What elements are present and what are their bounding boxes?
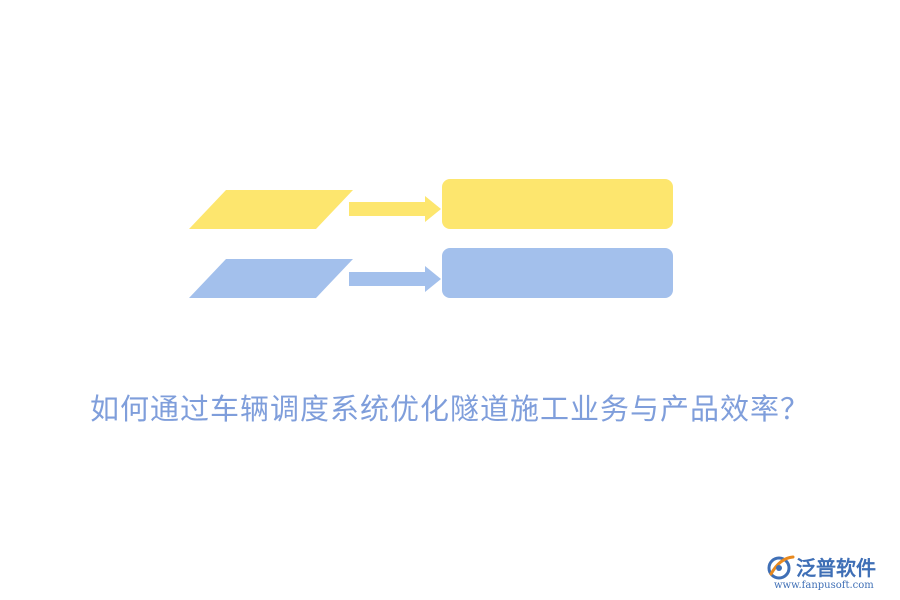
blue-box xyxy=(442,248,673,298)
logo-name: 泛普软件 xyxy=(796,556,876,580)
logo-url: www.fanpusoft.com xyxy=(774,580,874,591)
brand-logo: 泛普软件 www.fanpusoft.com xyxy=(766,550,894,594)
headline: 如何通过车辆调度系统优化隧道施工业务与产品效率？ xyxy=(89,392,810,426)
blue-arrow xyxy=(349,266,441,292)
blue-parallelogram xyxy=(189,259,353,298)
fanpu-logo-icon xyxy=(767,555,795,580)
yellow-arrow xyxy=(349,196,441,222)
yellow-box xyxy=(442,179,673,229)
yellow-parallelogram xyxy=(189,190,353,229)
